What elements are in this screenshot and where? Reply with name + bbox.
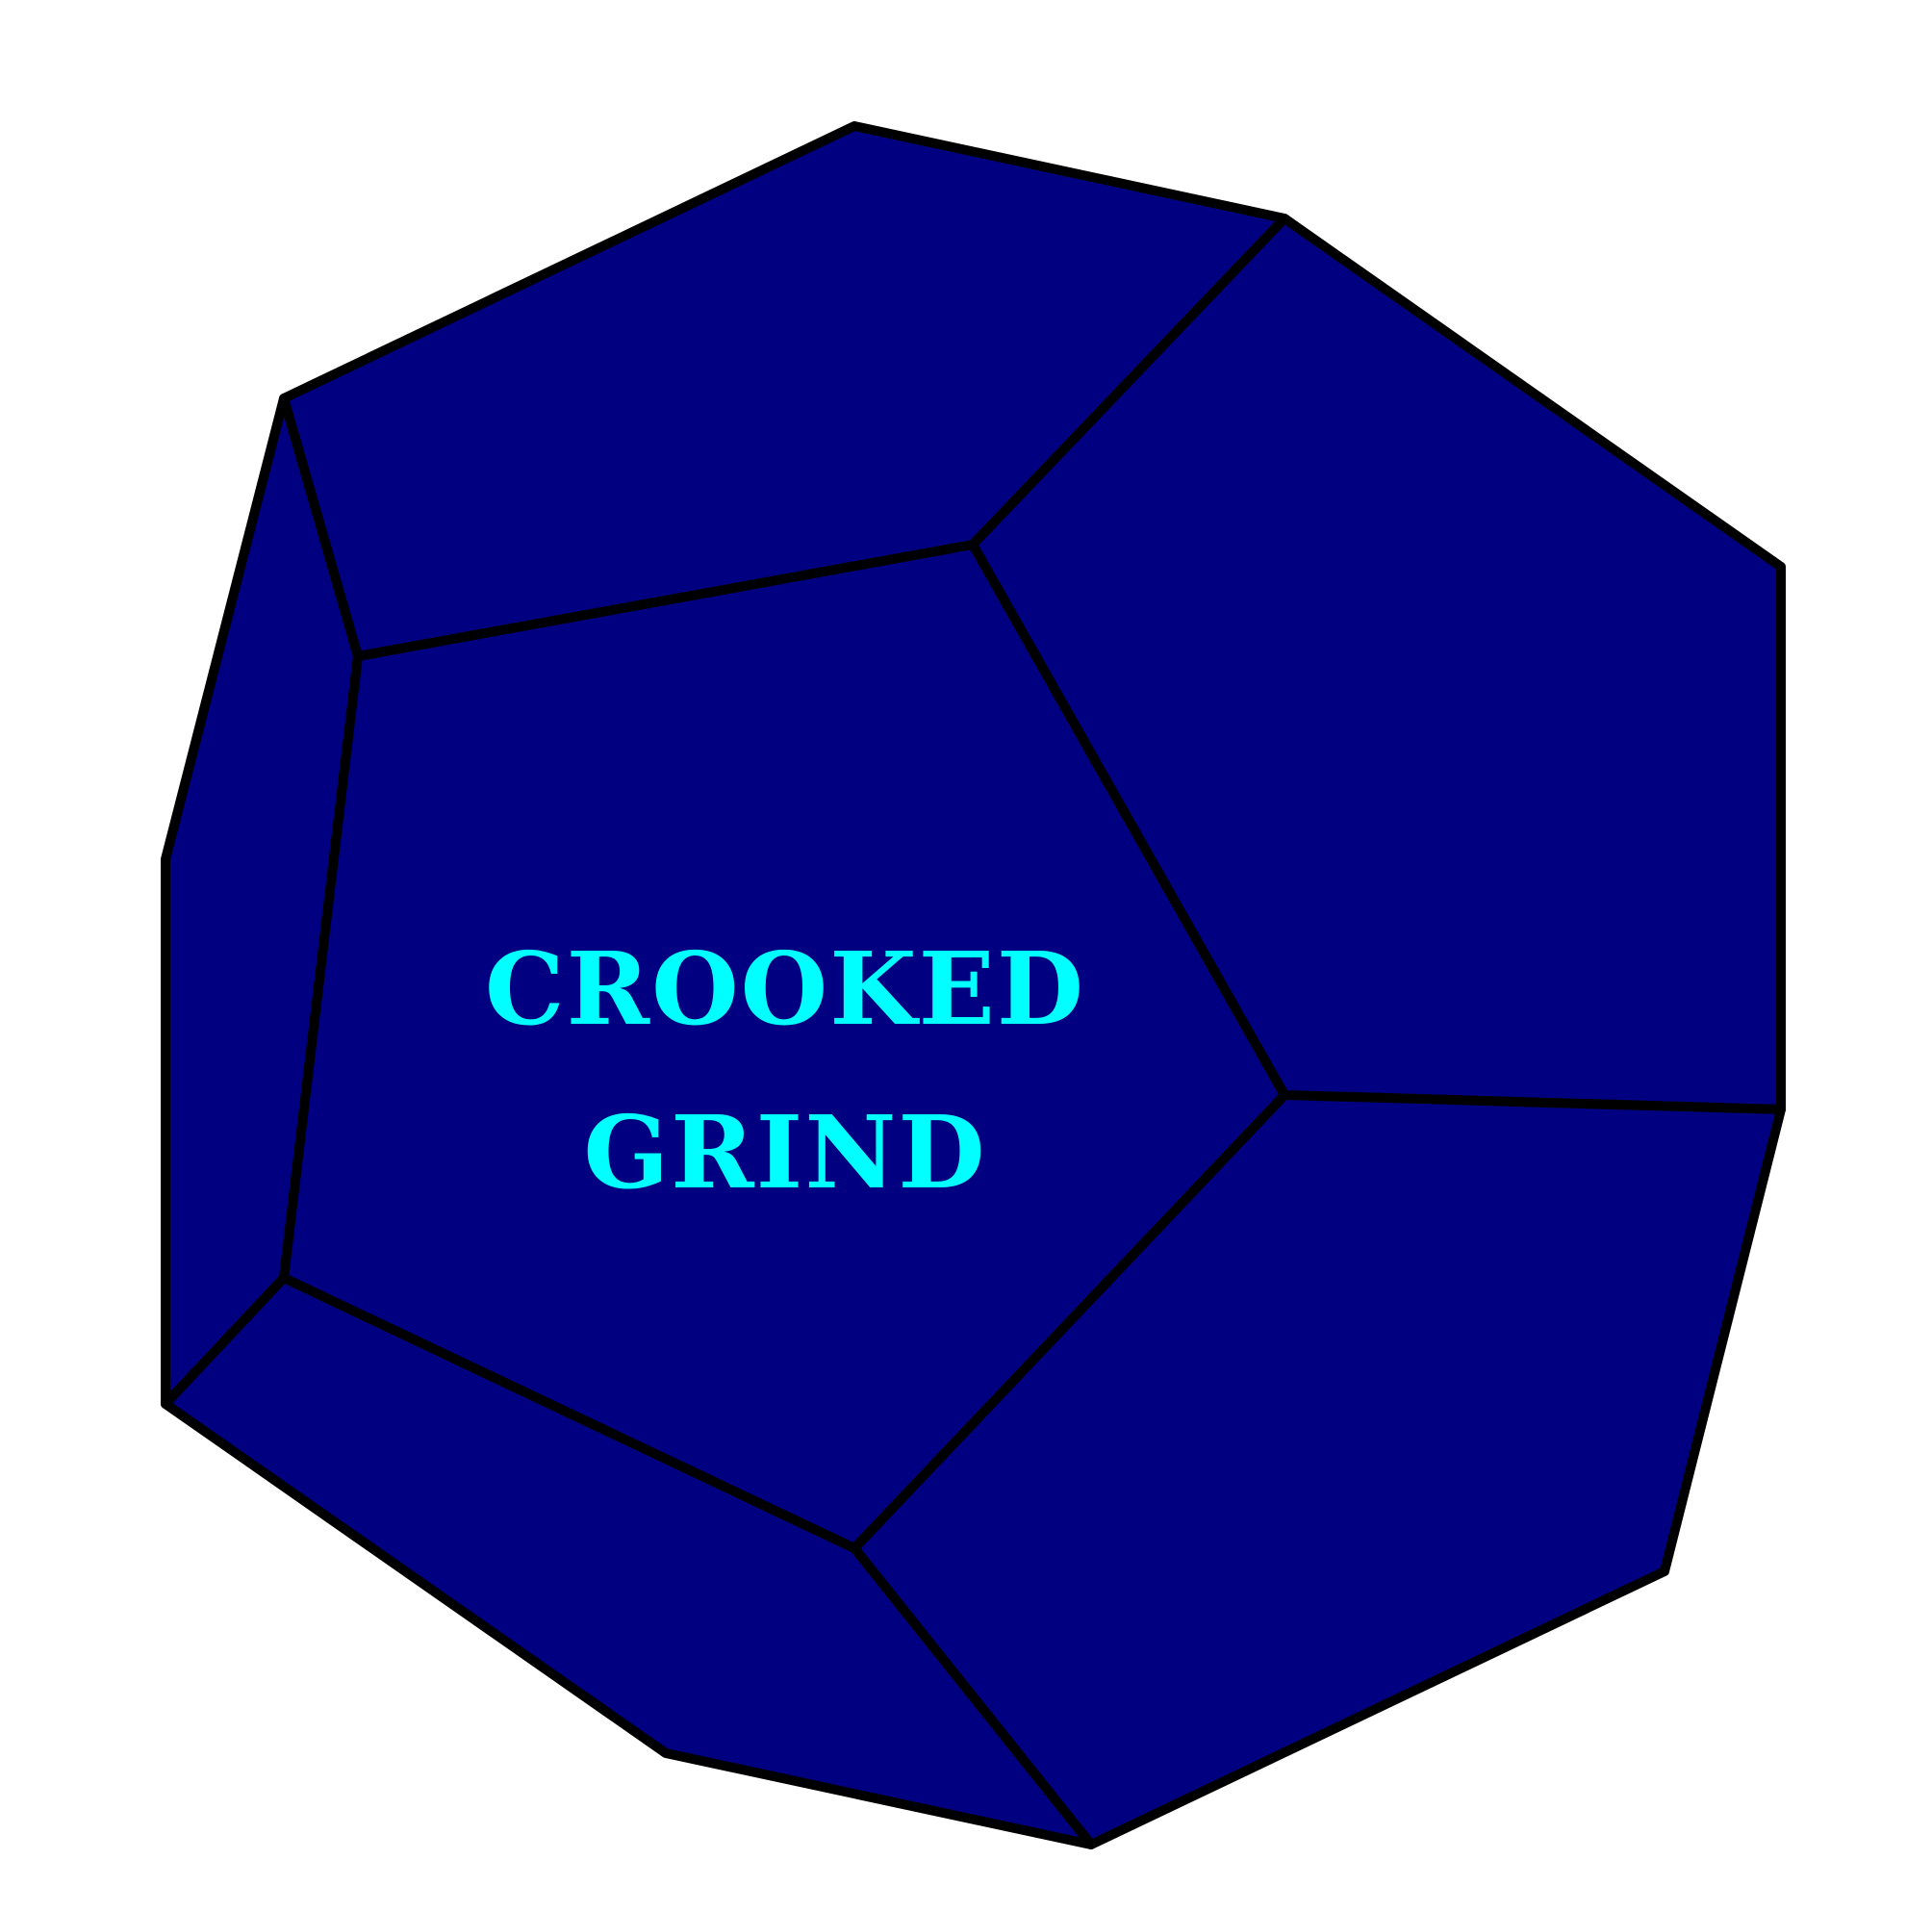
face-bottom [161,1273,1096,1849]
logo-text: CROOKED GRIND [485,930,1085,1211]
face-center [279,540,1289,1553]
logo-line-2: GRIND [583,1093,986,1211]
logo-line-1: CROOKED [485,930,1085,1048]
dodecahedron [161,121,1786,1849]
